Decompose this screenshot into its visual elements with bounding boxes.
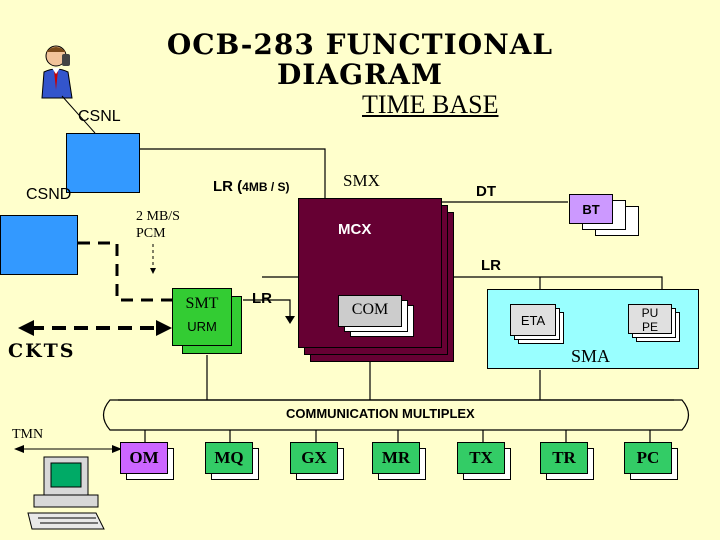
time-base-label: TIME BASE xyxy=(362,90,499,119)
csnl-box xyxy=(66,133,140,193)
bt-box: BT xyxy=(569,194,613,224)
eta-label: ETA xyxy=(520,313,546,328)
module-box-pc: PC xyxy=(624,442,672,474)
eta-box: ETA xyxy=(510,304,556,336)
comm-multiplex-label: COMMUNICATION MULTIPLEX xyxy=(286,406,475,421)
lr-mid-label: LR xyxy=(252,290,272,307)
module-box-gx: GX xyxy=(290,442,338,474)
sma-label: SMA xyxy=(571,346,611,366)
lr-rate-label: LR (4MB / S) xyxy=(213,178,290,195)
urm-label: URM xyxy=(187,319,217,334)
module-label: OM xyxy=(129,448,159,467)
ckts-label: CKTS xyxy=(8,340,76,362)
csnd-box xyxy=(0,215,78,275)
module-box-tx: TX xyxy=(457,442,505,474)
module-box-mr: MR xyxy=(372,442,420,474)
dt-label: DT xyxy=(476,183,496,200)
computer-terminal-icon xyxy=(24,455,110,535)
com-box: COM xyxy=(338,295,402,327)
mcx-label: MCX xyxy=(338,221,372,238)
module-box-mq: MQ xyxy=(205,442,253,474)
module-label: TX xyxy=(469,448,493,467)
bt-label: BT xyxy=(582,202,600,217)
com-label: COM xyxy=(351,301,389,318)
csnd-label: CSND xyxy=(26,186,72,203)
module-label: MR xyxy=(381,448,411,467)
diagram-title-line2: DIAGRAM xyxy=(276,58,443,91)
module-label: GX xyxy=(301,448,327,467)
smx-label: SMX xyxy=(343,171,380,190)
person-on-phone-icon xyxy=(32,40,84,100)
module-box-tr: TR xyxy=(540,442,588,474)
module-box-om: OM xyxy=(120,442,168,474)
diagram-title-line1: OCB-283 FUNCTIONAL xyxy=(166,28,554,61)
smt-box: SMT URM xyxy=(172,288,232,346)
module-label: MQ xyxy=(214,448,244,467)
smt-label: SMT xyxy=(185,295,219,312)
module-label: PC xyxy=(636,448,660,467)
lr-right-label: LR xyxy=(481,257,501,274)
module-label: TR xyxy=(552,448,576,467)
tmn-label: TMN xyxy=(12,427,44,442)
csnl-label: CSNL xyxy=(78,108,121,125)
